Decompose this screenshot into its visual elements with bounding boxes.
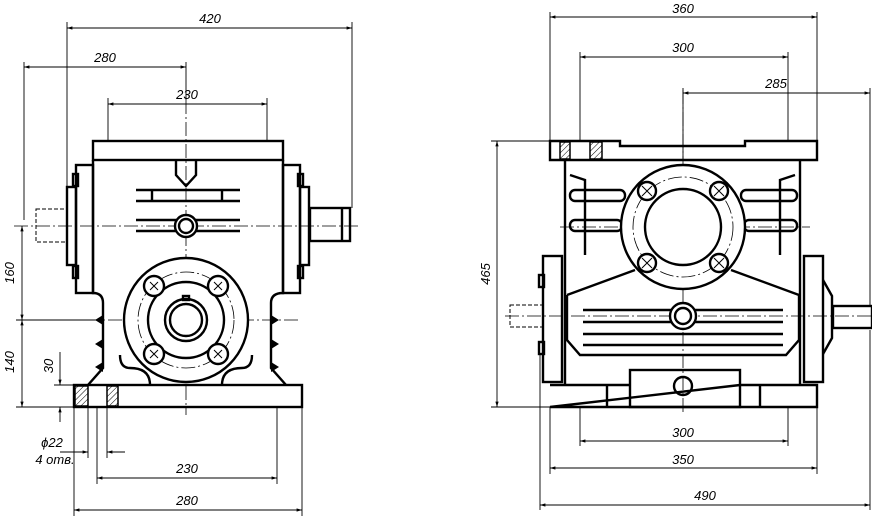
dim-160: 160 — [2, 261, 17, 283]
dim-285: 285 — [764, 76, 787, 91]
output-shaft — [831, 304, 872, 330]
dim-420: 420 — [199, 11, 221, 26]
dim-490: 490 — [694, 488, 716, 503]
dim-140: 140 — [2, 350, 17, 372]
dim-465: 465 — [478, 262, 493, 284]
flange-bolts — [142, 274, 230, 366]
oil-plug — [174, 160, 198, 188]
dim-30: 30 — [41, 358, 56, 373]
side-housing — [563, 160, 802, 385]
dim-280-bottom: 280 — [175, 493, 198, 508]
dim-300-bottom: 300 — [672, 425, 694, 440]
hidden-shaft-side — [509, 304, 544, 328]
input-flange — [619, 163, 747, 291]
side-right-cover — [802, 254, 825, 384]
dim-hole-count: 4 отв. — [35, 452, 74, 467]
top-flange — [548, 139, 819, 162]
dim-360: 360 — [672, 1, 694, 16]
foot — [72, 383, 304, 409]
dim-350: 350 — [672, 452, 694, 467]
dim-230-bottom: 230 — [175, 461, 198, 476]
hidden-shaft — [35, 208, 68, 243]
front-dimensions: 420 280 230 160 140 30 ϕ22 4 отв. 230 28… — [2, 11, 353, 516]
side-left-cover — [541, 254, 564, 384]
foot-hole-section — [74, 385, 89, 407]
output-flange — [122, 256, 250, 384]
center-block — [628, 368, 742, 409]
input-shaft — [308, 206, 352, 243]
top-plate — [91, 139, 285, 162]
dim-280-top: 280 — [93, 50, 116, 65]
dim-hole-diameter: ϕ22 — [41, 435, 63, 450]
front-view — [14, 100, 360, 415]
side-dimensions: 360 300 285 465 300 350 490 — [478, 1, 871, 510]
dim-300-top: 300 — [672, 40, 694, 55]
dim-230-top: 230 — [175, 87, 198, 102]
